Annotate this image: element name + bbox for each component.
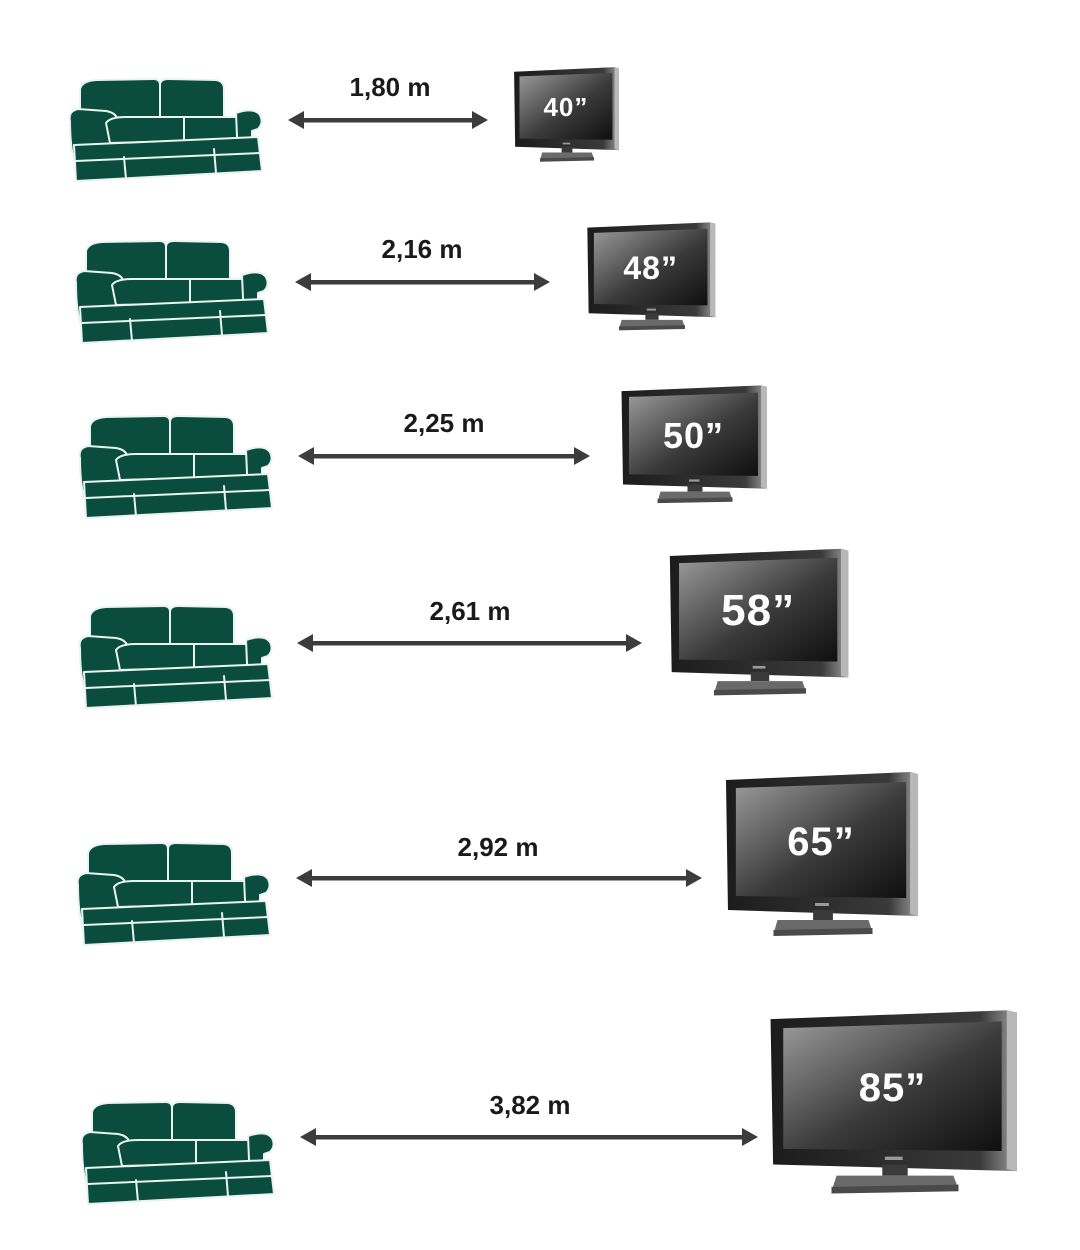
sofa-icon bbox=[76, 600, 276, 721]
distance-label: 2,25 m bbox=[403, 408, 485, 438]
sofa-icon bbox=[74, 838, 274, 957]
distance-label: 2,61 m bbox=[429, 596, 511, 626]
double-arrow-icon bbox=[298, 444, 590, 473]
sofa-icon bbox=[72, 237, 272, 354]
distance-label: 1,80 m bbox=[349, 72, 431, 102]
tv-size-label: 65” bbox=[787, 819, 855, 864]
tv-size-label: 40” bbox=[543, 91, 589, 122]
tv-size-label: 50” bbox=[662, 414, 725, 456]
tv-icon bbox=[724, 770, 922, 945]
distance-label: 2,92 m bbox=[457, 832, 539, 862]
double-arrow-icon bbox=[297, 631, 642, 660]
sofa-icon bbox=[66, 75, 266, 192]
sofa-icon bbox=[78, 1097, 278, 1216]
tv-size-label: 58” bbox=[721, 585, 796, 635]
distance-label: 2,16 m bbox=[381, 234, 463, 264]
double-arrow-icon bbox=[300, 1125, 758, 1154]
sofa-icon bbox=[76, 412, 276, 529]
tv-icon bbox=[668, 547, 852, 704]
tv-size-label: 85” bbox=[858, 1065, 927, 1110]
tv-icon bbox=[513, 66, 621, 169]
double-arrow-icon bbox=[288, 108, 488, 137]
tv-size-label: 48” bbox=[623, 249, 678, 286]
tv-icon bbox=[586, 221, 718, 338]
tv-icon bbox=[768, 1008, 1022, 1203]
tv-icon bbox=[620, 384, 770, 511]
distance-label: 3,82 m bbox=[489, 1090, 571, 1120]
double-arrow-icon bbox=[296, 866, 702, 895]
double-arrow-icon bbox=[295, 270, 550, 299]
